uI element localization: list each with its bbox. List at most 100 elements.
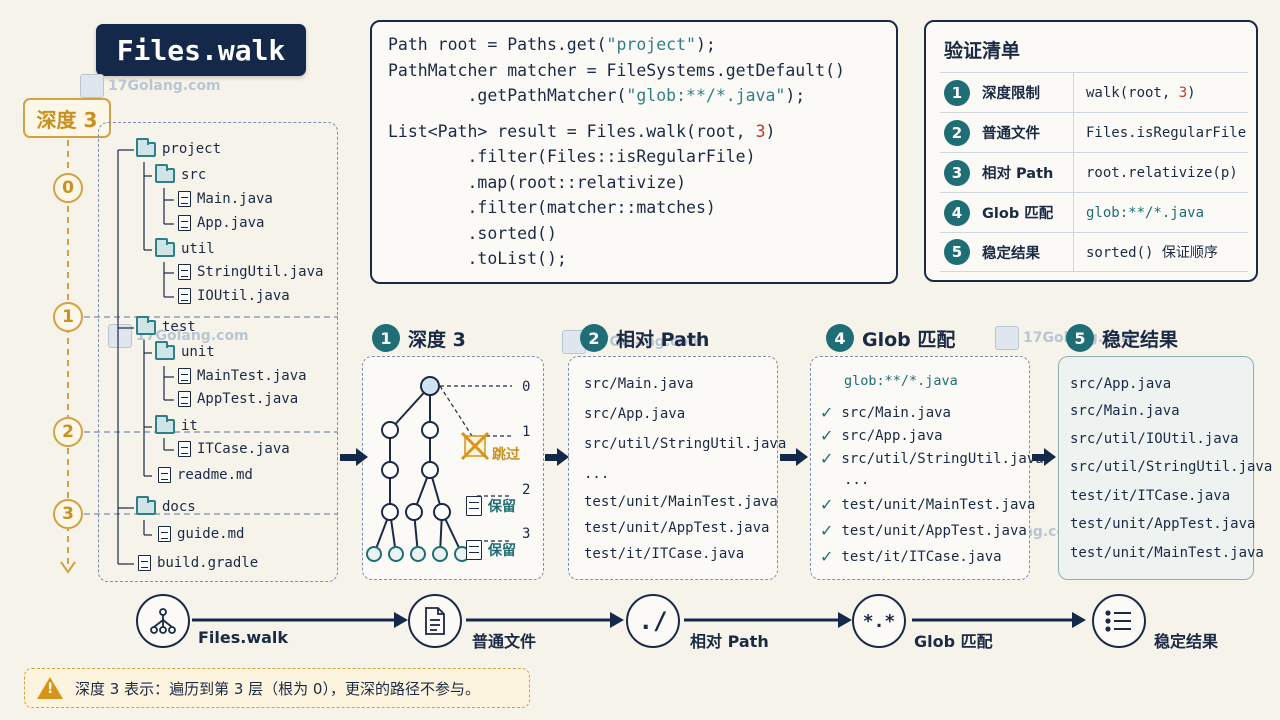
file-icon [178, 288, 191, 304]
check-icon: ✓ [820, 449, 834, 468]
stage-title: Glob 匹配 [862, 328, 956, 351]
watermark: 17Golang.com [80, 74, 221, 98]
glob-pattern: glob:**/*.java [844, 373, 958, 389]
checklist-value: root.relativize(p) [1086, 164, 1238, 181]
stage-1-header: 1 深度 3 [372, 324, 466, 352]
code-line: .filter(Files::isRegularFile) [388, 147, 756, 166]
checklist-value: sorted() 保证顺序 [1086, 245, 1218, 261]
list-item: src/util/StringUtil.java [584, 436, 787, 452]
folder-icon [136, 495, 156, 515]
depth-marker-1: 1 [53, 302, 83, 332]
check-icon: ✓ [820, 547, 834, 566]
step-number-badge: 4 [944, 199, 970, 226]
list-item: src/App.java [584, 406, 686, 422]
list-item: src/Main.java [1070, 403, 1180, 419]
flow-label: 普通文件 [472, 632, 537, 651]
list-icon [1092, 594, 1146, 648]
stage-5-header: 5 稳定结果 [1066, 324, 1178, 352]
step-number-badge: 1 [372, 324, 400, 352]
watermark-logo-icon [80, 74, 104, 98]
depth-marker-3: 3 [53, 499, 83, 529]
list-item: ✓test/unit/AppTest.java [820, 521, 1027, 540]
depth-label: 深度 3 [23, 98, 111, 138]
skip-label: 跳过 [492, 447, 520, 463]
document-icon [408, 594, 462, 648]
code-line: PathMatcher matcher = FileSystems.getDef… [388, 60, 845, 80]
code-line: .filter(matcher::matches) [388, 198, 716, 217]
tree-item-it[interactable]: it [155, 414, 198, 434]
list-item: src/util/StringUtil.java [1070, 459, 1273, 475]
tree-item-itcase-java[interactable]: ITCase.java [178, 441, 290, 457]
list-item: src/Main.java [584, 376, 694, 392]
folder-icon [136, 315, 156, 335]
folder-icon [155, 340, 175, 360]
keep-tag: 保留 [466, 496, 516, 516]
code-line: Path root = Paths.get("project"); [388, 35, 716, 54]
tree-item-apptest-java[interactable]: AppTest.java [178, 391, 298, 407]
list-item: ... [584, 466, 610, 482]
tree-item-guide-md[interactable]: guide.md [158, 526, 244, 542]
list-item: ✓src/App.java [820, 426, 943, 445]
file-icon [178, 368, 191, 384]
tree-item-ioutil-java[interactable]: IOUtil.java [178, 288, 290, 304]
checklist-row: 2 普通文件 Files.isRegularFile [940, 112, 1248, 152]
file-icon [138, 555, 151, 571]
note-text: 深度 3 表示：遍历到第 3 层（根为 0），更深的路径不参与。 [75, 679, 480, 698]
folder-icon [155, 163, 175, 183]
stage-2-header: 2 相对 Path [580, 324, 709, 352]
check-icon: ✓ [820, 495, 834, 514]
checklist-label: 相对 Path [970, 153, 1074, 192]
code-block: Path root = Paths.get("project"); PathMat… [370, 20, 898, 284]
file-icon [466, 540, 482, 560]
depth-tick: 2 [522, 482, 531, 498]
check-icon: ✓ [820, 521, 834, 540]
tree-item-app-java[interactable]: App.java [178, 215, 264, 231]
list-item: ✓src/Main.java [820, 403, 951, 422]
list-item: src/util/IOUtil.java [1070, 431, 1239, 447]
verification-checklist: 验证清单 1 深度限制 walk(root, 3) 2 普通文件 Files.i… [924, 20, 1258, 282]
checklist-label: Glob 匹配 [970, 193, 1074, 232]
checklist-label: 稳定结果 [970, 233, 1074, 271]
watermark-logo-icon [995, 326, 1019, 350]
checklist-row: 4 Glob 匹配 glob:**/*.java [940, 192, 1248, 232]
folder-icon [155, 237, 175, 257]
tree-item-test[interactable]: test [136, 315, 196, 335]
file-icon [178, 441, 191, 457]
flow-label: Glob 匹配 [914, 632, 993, 651]
code-line: .getPathMatcher("glob:**/*.java"); [388, 86, 806, 105]
checklist-row: 5 稳定结果 sorted() 保证顺序 [940, 232, 1248, 272]
list-item: test/it/ITCase.java [1070, 488, 1231, 504]
tree-item-main-java[interactable]: Main.java [178, 191, 273, 207]
file-icon [158, 526, 171, 542]
file-icon [178, 264, 191, 280]
tree-item-stringutil-java[interactable]: StringUtil.java [178, 264, 323, 280]
stage-title: 稳定结果 [1102, 328, 1179, 351]
tree-item-build-gradle[interactable]: build.gradle [138, 555, 258, 571]
flow-label: 相对 Path [690, 632, 769, 651]
tree-item-util[interactable]: util [155, 237, 215, 257]
flow-label: 稳定结果 [1154, 632, 1219, 651]
depth-tick: 3 [522, 526, 531, 542]
list-item: test/unit/AppTest.java [584, 520, 770, 536]
tree-item-src[interactable]: src [155, 163, 206, 183]
glob-icon: *.* [852, 594, 906, 648]
list-item: test/unit/MainTest.java [584, 494, 778, 510]
file-icon [178, 215, 191, 231]
checklist-row: 3 相对 Path root.relativize(p) [940, 152, 1248, 192]
checklist-label: 普通文件 [970, 113, 1074, 152]
step-number-badge: 5 [944, 239, 970, 265]
glob-match-box [810, 356, 1030, 580]
tree-item-unit[interactable]: unit [155, 340, 215, 360]
tree-item-maintest-java[interactable]: MainTest.java [178, 368, 307, 384]
warning-note: 深度 3 表示：遍历到第 3 层（根为 0），更深的路径不参与。 [24, 668, 530, 708]
relative-path-box [568, 356, 778, 580]
tree-item-readme-md[interactable]: readme.md [158, 467, 253, 483]
tree-item-docs[interactable]: docs [136, 495, 196, 515]
stage-4-header: 4 Glob 匹配 [826, 324, 955, 352]
depth-tick: 1 [522, 424, 531, 440]
list-item: test/unit/AppTest.java [1070, 516, 1256, 532]
tree-connectors [117, 149, 174, 565]
tree-item-project[interactable]: project [136, 137, 221, 157]
stage-title: 相对 Path [616, 328, 710, 351]
list-item: ✓src/util/StringUtil.java [820, 449, 1044, 468]
